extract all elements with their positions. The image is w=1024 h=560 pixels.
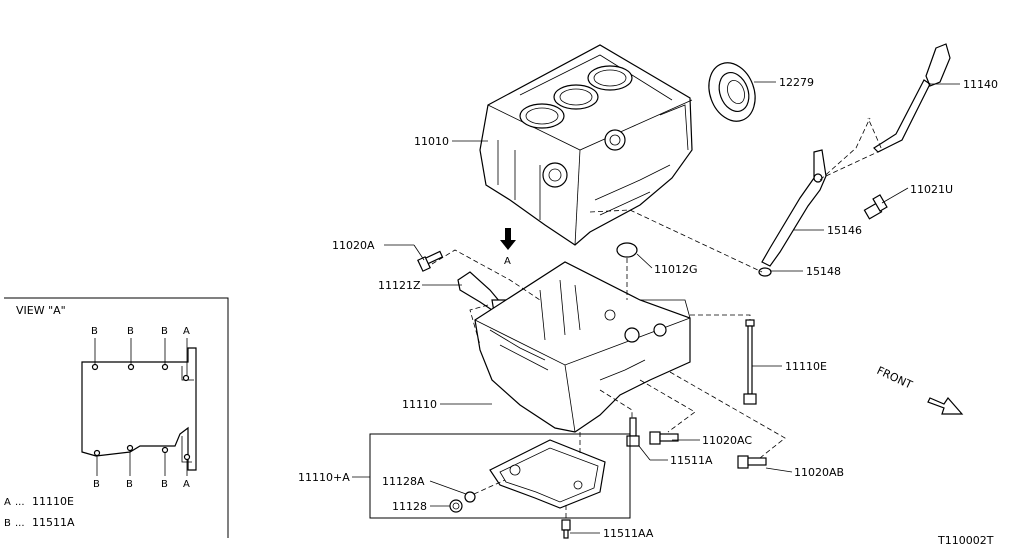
part-label-11140: 11140 <box>963 78 998 91</box>
bolt-11511a <box>626 417 640 447</box>
oil-seal <box>708 62 756 122</box>
bolt-11020ac <box>649 431 679 445</box>
view-mark-bottom-2: B <box>126 479 133 490</box>
part-label-11128: 11128 <box>392 500 427 513</box>
view-mark-top-3: B <box>161 326 168 337</box>
view-mark-top-2: B <box>127 326 134 337</box>
legend-sep-b: ... <box>15 518 25 529</box>
part-label-11012g: 11012G <box>654 263 698 276</box>
view-arrow <box>500 228 516 250</box>
part-label-15148: 15148 <box>806 265 841 278</box>
view-mark-top-4: A <box>183 326 190 337</box>
view-title: VIEW "A" <box>16 304 66 317</box>
front-indicator: FRONT <box>875 364 964 415</box>
view-mark-bottom-1: B <box>93 479 100 490</box>
legend-sep-a: ... <box>15 497 25 508</box>
arrow-label: A <box>504 256 511 267</box>
part-label-12279: 12279 <box>779 76 814 89</box>
part-label-11110: 11110 <box>402 398 437 411</box>
part-label-11511a: 11511A <box>670 454 713 467</box>
view-a-inset: VIEW "A" B B B A B B B A A ... 11110E B … <box>4 297 229 538</box>
o-ring-15148 <box>758 267 772 277</box>
bolt-11020ab <box>737 455 767 469</box>
part-label-11020a: 11020A <box>332 239 375 252</box>
bolt-11021u <box>863 194 888 220</box>
cylinder-block <box>479 44 693 246</box>
legend-key-b: B <box>4 518 11 529</box>
view-mark-top-1: B <box>91 326 98 337</box>
cap-11012g <box>616 242 638 258</box>
leader-lines <box>352 81 960 534</box>
view-mark-bottom-3: B <box>161 479 168 490</box>
part-label-11110-a: 11110+A <box>298 471 350 484</box>
part-label-11020ab: 11020AB <box>794 466 844 479</box>
part-label-15146: 15146 <box>827 224 862 237</box>
part-label-11020ac: 11020AC <box>702 434 752 447</box>
drain-plug <box>449 499 463 513</box>
bolt-11020a <box>417 250 444 272</box>
part-label-11021u: 11021U <box>910 183 953 196</box>
part-label-11128a: 11128A <box>382 475 425 488</box>
front-label: FRONT <box>875 364 915 392</box>
oil-pan-lower <box>369 433 631 539</box>
legend-value-b: 11511A <box>32 516 75 529</box>
drain-washer <box>464 491 476 503</box>
part-label-11010: 11010 <box>414 135 449 148</box>
part-label-11110e: 11110E <box>785 360 827 373</box>
legend-value-a: 11110E <box>32 495 74 508</box>
bolt-11110e <box>743 319 757 405</box>
oil-pan-upper <box>474 261 691 433</box>
part-label-11121z: 11121Z <box>378 279 421 292</box>
dipstick-guide <box>761 117 883 267</box>
assembly-lines <box>431 209 786 520</box>
oil-dipstick <box>873 43 951 153</box>
view-mark-bottom-4: A <box>183 479 190 490</box>
diagram-code: T110002T <box>937 534 994 547</box>
legend-key-a: A <box>4 497 11 508</box>
part-label-11511aa: 11511AA <box>603 527 654 540</box>
